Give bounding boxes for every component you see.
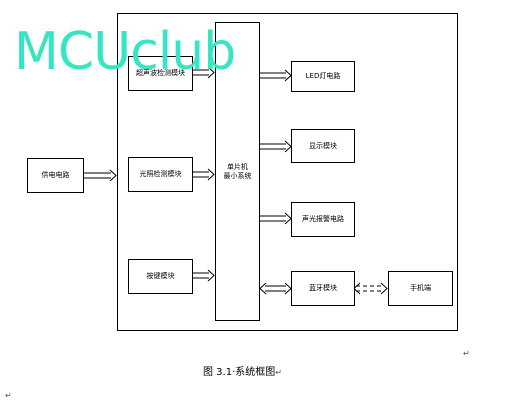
arrow-mcu-to-alarm <box>260 212 292 225</box>
arrow-mcu-to-display <box>260 140 292 153</box>
block-display-label: 显示模块 <box>309 141 337 150</box>
arrow-ultrasonic-to-mcu <box>193 66 215 79</box>
arrow-bluetooth-phone-wireless <box>353 282 388 295</box>
block-led: LED灯电路 <box>291 61 355 92</box>
arrow-mcu-bluetooth-bidirectional <box>259 282 292 295</box>
arrow-keys-to-mcu <box>193 269 215 282</box>
block-power-supply-label: 供电电路 <box>41 171 70 179</box>
block-light-detect-label: 光照检测模块 <box>139 170 182 178</box>
block-bluetooth-label: 蓝牙模块 <box>309 284 337 292</box>
block-display: 显示模块 <box>291 129 355 163</box>
block-mcu-label-line2: 最小系统 <box>223 171 252 180</box>
block-power-supply: 供电电路 <box>27 158 84 193</box>
block-ultrasonic: 超声波检测模块 <box>128 56 193 91</box>
block-phone-label: 手机端 <box>410 284 431 292</box>
paragraph-mark-right: ↵ <box>463 349 470 358</box>
paragraph-mark-left: ↵ <box>5 391 12 400</box>
block-led-label: LED灯电路 <box>305 72 341 80</box>
block-bluetooth: 蓝牙模块 <box>291 271 355 306</box>
block-phone: 手机端 <box>388 271 453 306</box>
block-keys-label: 按键模块 <box>146 272 175 280</box>
block-alarm-label: 声光报警电路 <box>302 215 344 223</box>
block-alarm: 声光报警电路 <box>291 202 355 237</box>
arrow-mcu-to-led <box>260 69 292 82</box>
block-ultrasonic-label: 超声波检测模块 <box>136 69 185 77</box>
block-mcu-label-line1: 单片机 <box>227 162 248 171</box>
block-light-detect: 光照检测模块 <box>128 157 193 192</box>
system-boundary <box>117 13 458 331</box>
block-keys: 按键模块 <box>128 259 193 294</box>
watermark-logo: MCUclub <box>14 22 236 82</box>
arrow-power-to-system <box>84 169 117 182</box>
figure-caption-text: 图 3.1·系统框图 <box>203 367 276 378</box>
paragraph-mark: ↵ <box>275 368 282 377</box>
block-mcu: 单片机 最小系统 <box>215 22 260 321</box>
figure-caption: 图 3.1·系统框图↵ <box>203 367 282 379</box>
arrow-light-to-mcu <box>193 168 215 181</box>
